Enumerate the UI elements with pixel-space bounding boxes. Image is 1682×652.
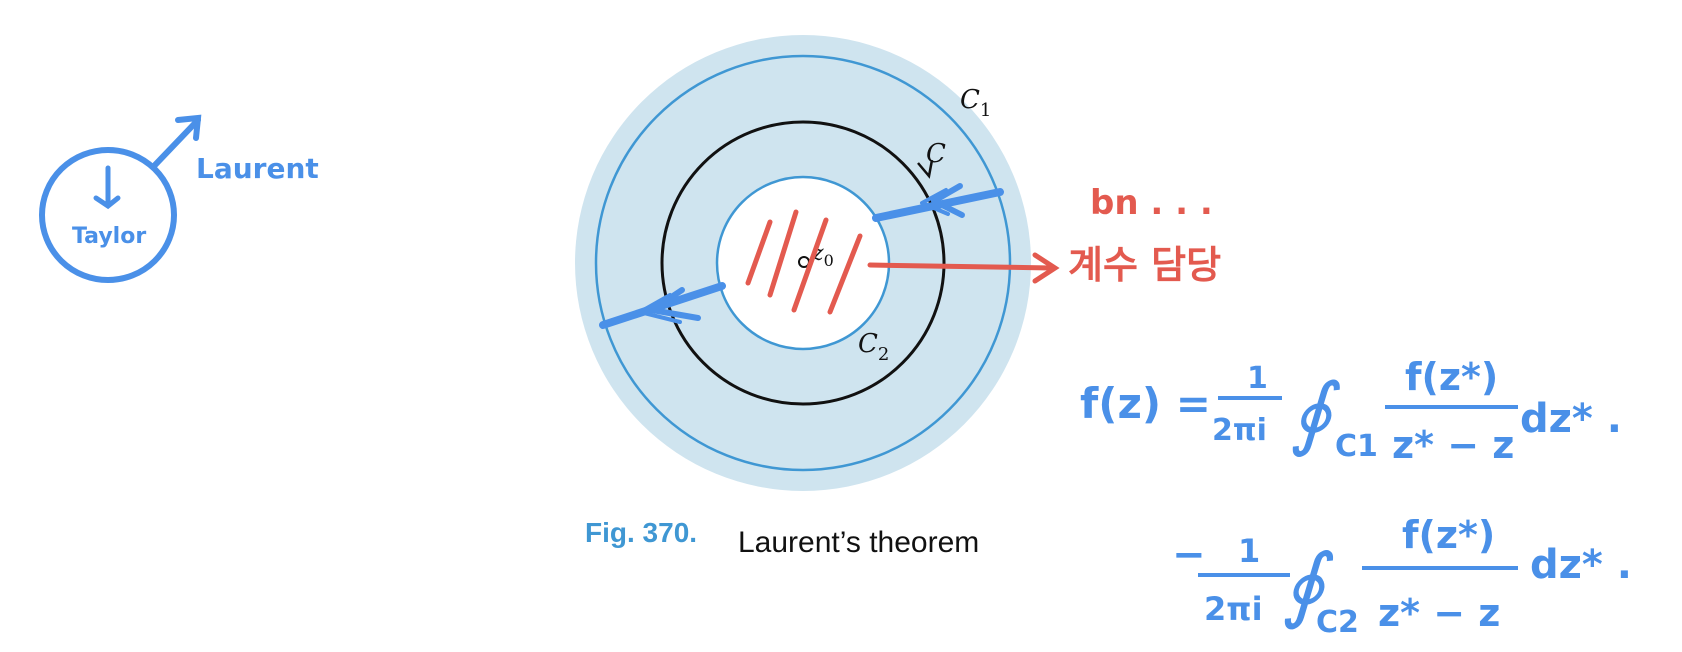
- laurent-figure: z0 C1 C C2 Fig. 370. Laurent’s theorem: [575, 35, 1031, 559]
- eq1-coef-den: 2πi: [1212, 413, 1267, 448]
- contour-c: [660, 120, 946, 406]
- contour-c-direction-arrow: [917, 159, 934, 179]
- laurent-arrow-head: [175, 114, 202, 141]
- arrow-head-c2-b: [638, 293, 682, 324]
- label-c1: C1: [960, 85, 991, 121]
- eq2-den: z* − z: [1378, 591, 1500, 635]
- coefficient-arrow-head: [1032, 252, 1060, 284]
- eq1-den: z* − z: [1392, 423, 1514, 467]
- note-taylor: Taylor: [72, 224, 146, 249]
- note-coefficient: 계수 담당: [1068, 243, 1221, 287]
- eq1-lhs: f(z) =: [1080, 379, 1211, 428]
- hatch-stroke: [745, 219, 773, 286]
- label-c: C: [926, 139, 946, 169]
- eq2-tail: dz* .: [1530, 542, 1632, 588]
- arrow-head-c2: [649, 287, 701, 321]
- laurent-arrow-line: [152, 117, 201, 168]
- figure-caption-text: Laurent’s theorem: [738, 526, 979, 559]
- taylor-circle: [39, 147, 177, 283]
- equation-1: f(z) = 1 2πi ∮ C1 f(z*) z* − z dz* .: [1080, 355, 1622, 467]
- note-laurent: Laurent: [196, 152, 319, 185]
- red-annotations: [745, 209, 1060, 315]
- eq1-contour: C1: [1335, 429, 1378, 464]
- equation-2: − 1 2πi ∮ C2 f(z*) z* − z dz* .: [1172, 513, 1632, 640]
- arrow-head-c1-b: [920, 188, 950, 216]
- label-c2: C2: [858, 329, 889, 365]
- eq2-coef-num: 1: [1238, 532, 1260, 570]
- eq1-num: f(z*): [1405, 355, 1498, 399]
- figure-caption-number: Fig. 370.: [585, 517, 697, 548]
- taylor-sketch: [39, 114, 202, 283]
- eq1-coef-num: 1: [1247, 361, 1268, 396]
- eq2-contour: C2: [1316, 605, 1359, 640]
- eq1-tail: dz* .: [1520, 396, 1622, 442]
- blue-figure-arrows: [599, 183, 1004, 329]
- coefficient-arrow-line: [867, 262, 1055, 271]
- taylor-down-hook: [93, 195, 121, 210]
- contour-c1: [594, 54, 1012, 472]
- eq2-num: f(z*): [1402, 513, 1495, 557]
- note-bn: bn . . .: [1090, 183, 1213, 223]
- hatch-stroke: [827, 233, 863, 315]
- eq1-integral: ∮: [1290, 366, 1341, 459]
- arrow-head-c1: [931, 183, 965, 218]
- hatch-stroke: [791, 217, 829, 313]
- eq2-coef-den: 2πi: [1204, 590, 1263, 628]
- hatch-stroke: [767, 209, 799, 298]
- eq2-sign: −: [1172, 532, 1206, 578]
